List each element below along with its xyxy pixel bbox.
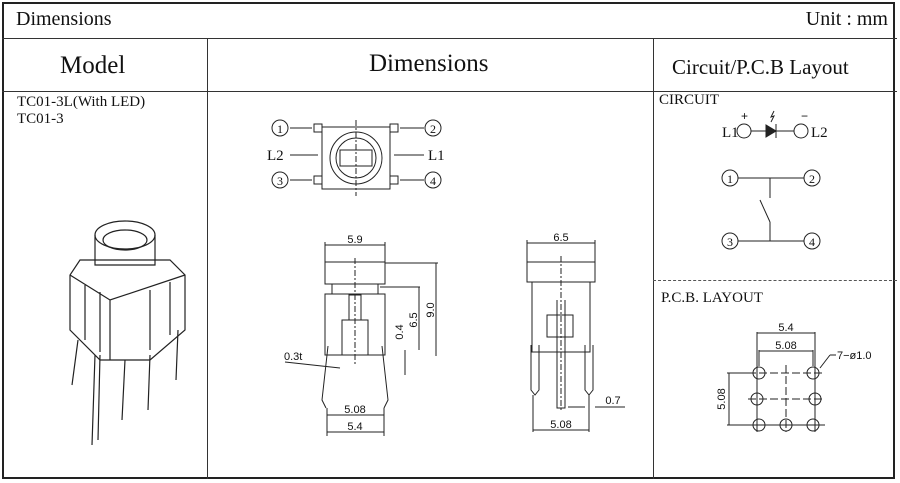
unit-label: Unit : mm xyxy=(805,8,888,30)
dimension-label: 6.5 xyxy=(553,232,568,244)
top-view-drawing: 1 2 3 4 L2 L1 xyxy=(267,119,445,196)
pin-label: 3 xyxy=(727,235,733,249)
pin-label: 4 xyxy=(430,174,436,188)
pcb-title: P.C.B. LAYOUT xyxy=(661,290,763,306)
dimension-label: 5.9 xyxy=(347,234,362,246)
dimension-label: 9.0 xyxy=(425,302,437,317)
pin-label: 1 xyxy=(727,172,733,186)
dimension-label: 0.3t xyxy=(284,351,302,363)
dimension-label: 0.7 xyxy=(605,395,620,407)
lead-label: L2 xyxy=(811,125,828,141)
minus-sign: − xyxy=(801,109,808,123)
plus-sign: + xyxy=(741,109,748,123)
pin-label: 2 xyxy=(430,122,436,136)
dimension-label: 5.08 xyxy=(550,419,571,431)
pin-label: 1 xyxy=(277,122,283,136)
pin-label: 2 xyxy=(809,172,815,186)
divider xyxy=(653,38,654,479)
hole-spec-label: 7−ø1.0 xyxy=(837,350,872,362)
lead-label: L1 xyxy=(722,125,739,141)
model-name: TC01-3 xyxy=(17,111,64,127)
header-title: Dimensions xyxy=(16,8,112,30)
front-view-drawing: 5.9 9.0 6.5 0.4 0.3t 5.08 5.4 xyxy=(284,234,438,436)
pin-label: 3 xyxy=(277,174,283,188)
divider xyxy=(2,38,897,39)
dimension-label: 0.4 xyxy=(394,324,406,339)
pcb-layout-diagram: 5.4 5.08 5.08 7−ø1.0 xyxy=(716,322,872,432)
dimension-label: 5.4 xyxy=(347,421,362,433)
pin-label: 4 xyxy=(809,235,815,249)
divider xyxy=(653,280,897,282)
switch-illustration xyxy=(69,220,186,446)
model-name: TC01-3L(With LED) xyxy=(17,94,146,110)
column-header-model: Model xyxy=(60,52,126,79)
circuit-title: CIRCUIT xyxy=(659,92,719,108)
dimension-label: 5.08 xyxy=(716,388,728,409)
dimension-label: 5.4 xyxy=(778,322,793,334)
circuit-diagram: + − L1 L2 1 2 3 4 xyxy=(721,109,828,250)
dimension-label: 6.5 xyxy=(408,312,420,327)
datasheet-frame xyxy=(2,2,895,479)
column-header-dimensions: Dimensions xyxy=(369,50,489,77)
dimension-label: 5.08 xyxy=(775,340,796,352)
dimension-label: 5.08 xyxy=(344,404,365,416)
lead-label: L1 xyxy=(428,148,445,164)
column-header-circuit: Circuit/P.C.B Layout xyxy=(672,55,849,79)
model-list: TC01-3L(With LED) TC01-3 xyxy=(17,94,145,128)
side-view-drawing: 6.5 0.7 5.08 xyxy=(526,232,625,432)
lead-label: L2 xyxy=(267,148,284,164)
divider xyxy=(2,91,897,92)
divider xyxy=(207,38,208,479)
